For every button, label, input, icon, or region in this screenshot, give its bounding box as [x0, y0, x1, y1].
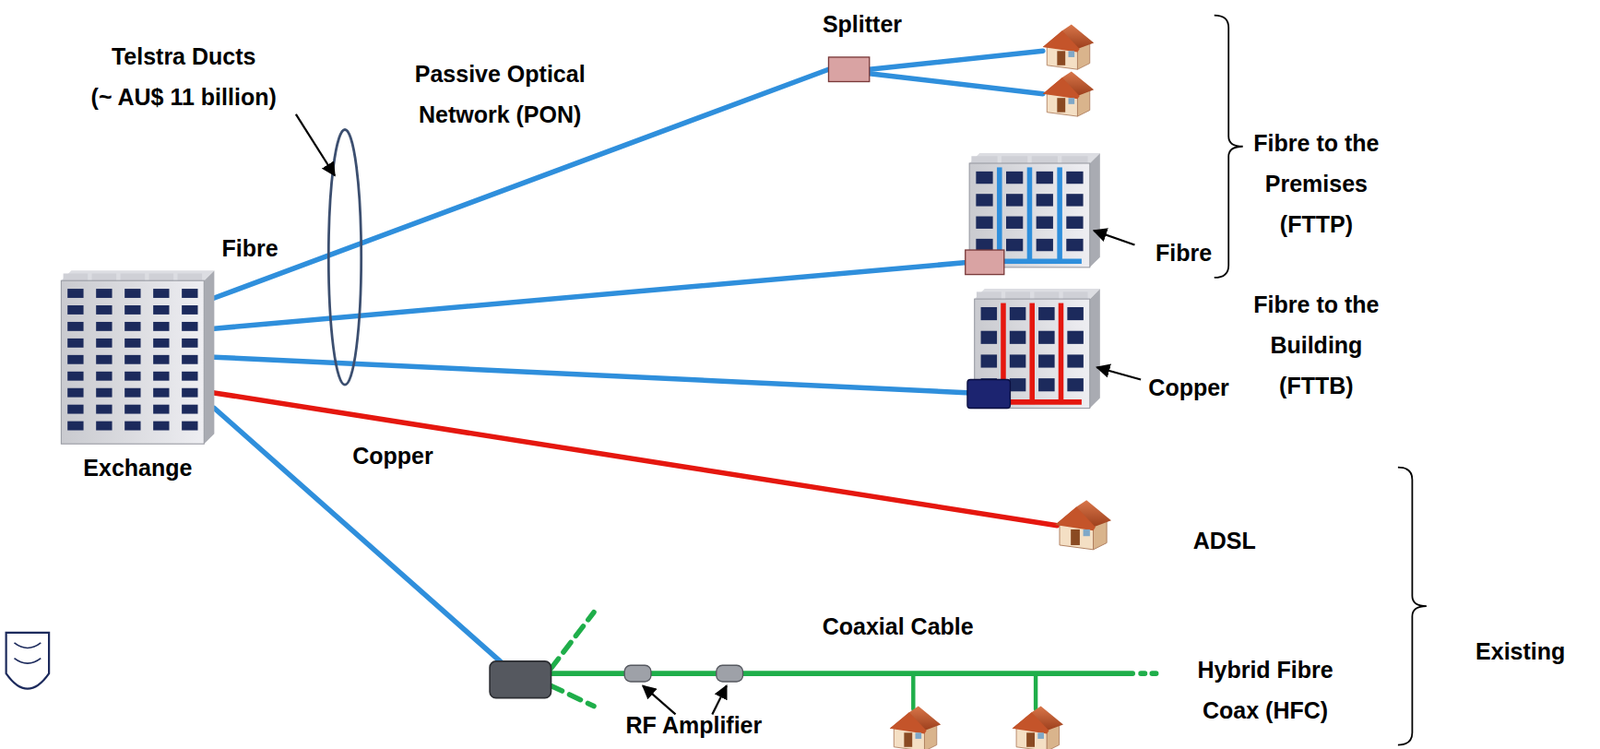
diagram-label: Fibre	[1155, 232, 1212, 273]
leader-arrow	[1096, 367, 1141, 380]
house-icon	[889, 706, 941, 749]
leader-arrow	[642, 685, 676, 714]
cable-line	[551, 612, 594, 669]
cable-line	[213, 356, 972, 393]
cable-line	[213, 392, 1057, 526]
diagram-label: Splitter	[822, 3, 902, 45]
house-icon	[1042, 24, 1094, 71]
rf-amplifier	[624, 664, 652, 682]
cable-line	[551, 685, 594, 706]
diagram-label: Existing	[1475, 630, 1565, 672]
diagram-label: Passive Optical Network (PON)	[414, 53, 586, 135]
diagram-label: Copper	[352, 435, 434, 476]
splitter-box	[965, 249, 1005, 275]
curly-bracket	[1398, 467, 1427, 746]
duct-ellipse	[328, 129, 361, 385]
diagram-label: Hybrid Fibre Coax (HFC)	[1197, 649, 1333, 731]
cable-line	[869, 50, 1043, 70]
diagram-label: Fibre to the Building (FTTB)	[1253, 284, 1379, 406]
house-icon	[1042, 71, 1094, 117]
cable-line	[213, 408, 509, 669]
diagram-label: Exchange	[82, 447, 192, 488]
curly-bracket	[1214, 15, 1244, 278]
fibre-node	[489, 661, 551, 699]
leader-arrow	[1093, 230, 1135, 245]
cable-line	[869, 73, 1043, 95]
diagram-label: Fibre to the Premises (FTTP)	[1253, 122, 1379, 245]
dslam-box	[967, 379, 1010, 409]
splitter-box	[828, 57, 869, 83]
cable-line	[911, 673, 915, 710]
diagram-label: Copper	[1148, 367, 1230, 408]
leader-arrow	[296, 114, 335, 176]
house-icon	[1012, 706, 1064, 749]
diagram-label: Coaxial Cable	[822, 605, 974, 647]
cable-line	[1140, 670, 1163, 676]
house-icon	[1054, 499, 1112, 550]
leader-arrow	[711, 685, 726, 714]
crest-logo	[6, 632, 49, 689]
building-icon	[60, 270, 214, 444]
diagram-label: Fibre	[222, 227, 279, 269]
diagram-label: Telstra Ducts (~ AU$ 11 billion)	[91, 35, 277, 118]
diagram-label: RF Amplifier	[626, 704, 763, 746]
cable-line	[213, 69, 829, 298]
rf-amplifier	[716, 664, 744, 682]
cable-line	[1033, 673, 1038, 710]
diagram-label: ADSL	[1193, 520, 1257, 561]
